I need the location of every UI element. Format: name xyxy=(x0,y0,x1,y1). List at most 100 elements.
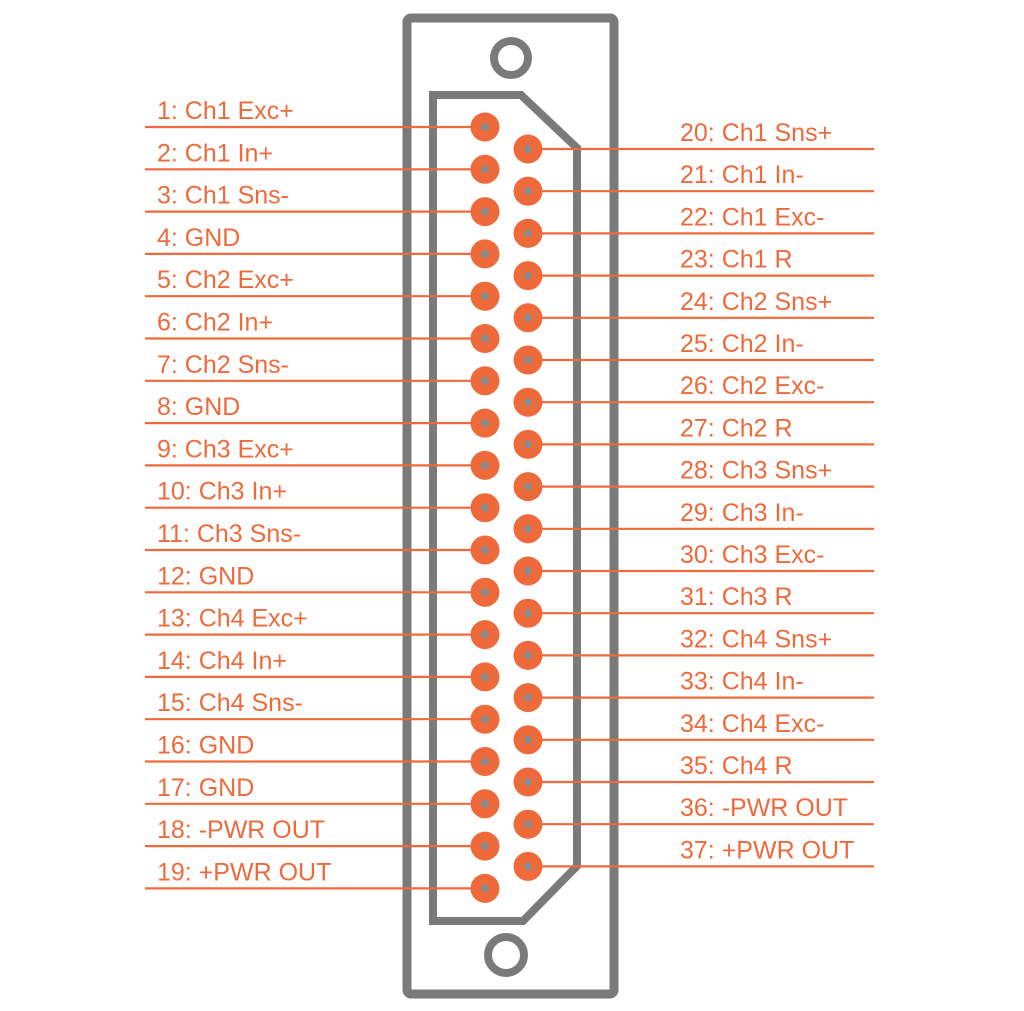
pin-12-center xyxy=(481,588,489,597)
pin-31-center xyxy=(524,609,532,618)
pin-27 xyxy=(513,429,543,459)
pin-19 xyxy=(470,873,500,903)
pin-20 xyxy=(513,134,543,164)
pin-21 xyxy=(513,176,543,206)
pin-12-label: 12: GND xyxy=(157,562,254,590)
pin-36-center xyxy=(524,820,532,829)
pin-3-center xyxy=(481,207,489,216)
pin-25-label: 25: Ch2 In- xyxy=(680,330,804,358)
pin-9-center xyxy=(481,461,489,470)
pin-19-label: 19: +PWR OUT xyxy=(157,858,331,886)
pin-6 xyxy=(470,324,500,353)
pin-5 xyxy=(470,281,500,311)
pin-3 xyxy=(470,197,500,227)
pin-11-center xyxy=(481,546,489,554)
pin-20-label: 20: Ch1 Sns+ xyxy=(680,119,832,147)
pin-11-label: 11: Ch3 Sns- xyxy=(157,520,301,548)
pin-37 xyxy=(513,851,543,881)
pin-27-center xyxy=(524,440,532,449)
pin-10-center xyxy=(481,503,489,512)
pin-34-label: 34: Ch4 Exc- xyxy=(680,710,825,738)
pin-3-label: 3: Ch1 Sns- xyxy=(157,182,289,210)
pin-15 xyxy=(470,704,500,734)
mounting-plate xyxy=(402,13,619,999)
pin-14-label: 14: Ch4 In+ xyxy=(157,647,287,675)
pin-36 xyxy=(513,809,543,839)
pin-6-center xyxy=(481,334,489,343)
pin-13-center xyxy=(481,630,489,639)
pin-2-label: 2: Ch1 In+ xyxy=(157,139,273,167)
pin-11 xyxy=(470,535,500,565)
connector-body xyxy=(402,13,619,999)
labels-layer: 1: Ch1 Exc+ 2: Ch1 In+ 3: Ch1 Sns- 4: GND 5:… xyxy=(157,97,854,886)
pin-6-label: 6: Ch2 In+ xyxy=(157,309,273,337)
bottom-mounting-hole xyxy=(484,933,528,977)
pin-29-center xyxy=(524,524,532,533)
pin-23-center xyxy=(524,271,532,280)
pin-28 xyxy=(513,472,543,502)
pin-30 xyxy=(513,556,543,586)
top-mounting-hole xyxy=(490,37,532,79)
pin-23-label: 23: Ch1 R xyxy=(680,246,793,274)
pin-14-center xyxy=(481,672,489,681)
pin-35-label: 35: Ch4 R xyxy=(680,752,793,780)
pin-5-center xyxy=(481,292,489,301)
pin-15-center xyxy=(481,715,489,724)
pin-12 xyxy=(470,577,500,607)
pin-8 xyxy=(470,408,500,438)
pin-22-center xyxy=(524,229,532,238)
pin-35-center xyxy=(524,778,532,786)
pin-4-center xyxy=(481,249,489,258)
pin-1-label: 1: Ch1 Exc+ xyxy=(157,97,294,125)
pin-26-label: 26: Ch2 Exc- xyxy=(680,372,825,400)
pin-22 xyxy=(513,218,543,248)
pin-22-label: 22: Ch1 Exc- xyxy=(680,203,825,231)
pin-25 xyxy=(513,345,543,375)
pin-1-center xyxy=(481,123,489,131)
pin-9-label: 9: Ch3 Exc+ xyxy=(157,435,294,463)
pin-16-label: 16: GND xyxy=(157,732,254,760)
pin-17-center xyxy=(481,799,489,808)
pin-16-center xyxy=(481,757,489,766)
pin-21-label: 21: Ch1 In- xyxy=(680,161,804,189)
pin-7-center xyxy=(481,376,489,385)
leads-layer xyxy=(145,125,874,890)
pin-1 xyxy=(470,112,500,142)
pin-4-label: 4: GND xyxy=(157,224,240,252)
pin-7-label: 7: Ch2 Sns- xyxy=(157,351,289,379)
pin-5-label: 5: Ch2 Exc+ xyxy=(157,266,294,294)
pin-13 xyxy=(470,620,500,650)
pin-10 xyxy=(470,493,500,523)
pin-13-label: 13: Ch4 Exc+ xyxy=(157,605,308,633)
pin-28-label: 28: Ch3 Sns+ xyxy=(680,457,832,485)
pin-20-center xyxy=(524,145,532,153)
pin-34 xyxy=(513,725,543,755)
pin-37-label: 37: +PWR OUT xyxy=(680,836,854,864)
pin-36-label: 36: -PWR OUT xyxy=(680,794,848,822)
pin-32 xyxy=(513,640,543,670)
pin-29 xyxy=(513,514,543,544)
pin-27-label: 27: Ch2 R xyxy=(680,414,793,442)
pin-28-center xyxy=(524,482,532,491)
pin-30-label: 30: Ch3 Exc- xyxy=(680,541,825,569)
pin-19-center xyxy=(481,884,489,893)
pin-23 xyxy=(513,261,543,291)
pin-18-label: 18: -PWR OUT xyxy=(157,816,325,844)
pin-2-center xyxy=(481,165,489,174)
pin-18-center xyxy=(481,842,489,851)
pin-17 xyxy=(470,789,500,819)
pin-35 xyxy=(513,767,543,797)
pin-2 xyxy=(470,154,500,184)
pin-10-label: 10: Ch3 In+ xyxy=(157,478,287,506)
pin-31 xyxy=(513,598,543,628)
pin-7 xyxy=(470,366,500,396)
pin-9 xyxy=(470,450,500,480)
pin-8-center xyxy=(481,419,489,428)
pin-26 xyxy=(513,387,543,417)
pin-24-center xyxy=(524,313,532,322)
pin-21-center xyxy=(524,187,532,196)
pins-layer xyxy=(470,112,543,903)
pin-16 xyxy=(470,747,500,776)
pin-15-label: 15: Ch4 Sns- xyxy=(157,689,303,717)
